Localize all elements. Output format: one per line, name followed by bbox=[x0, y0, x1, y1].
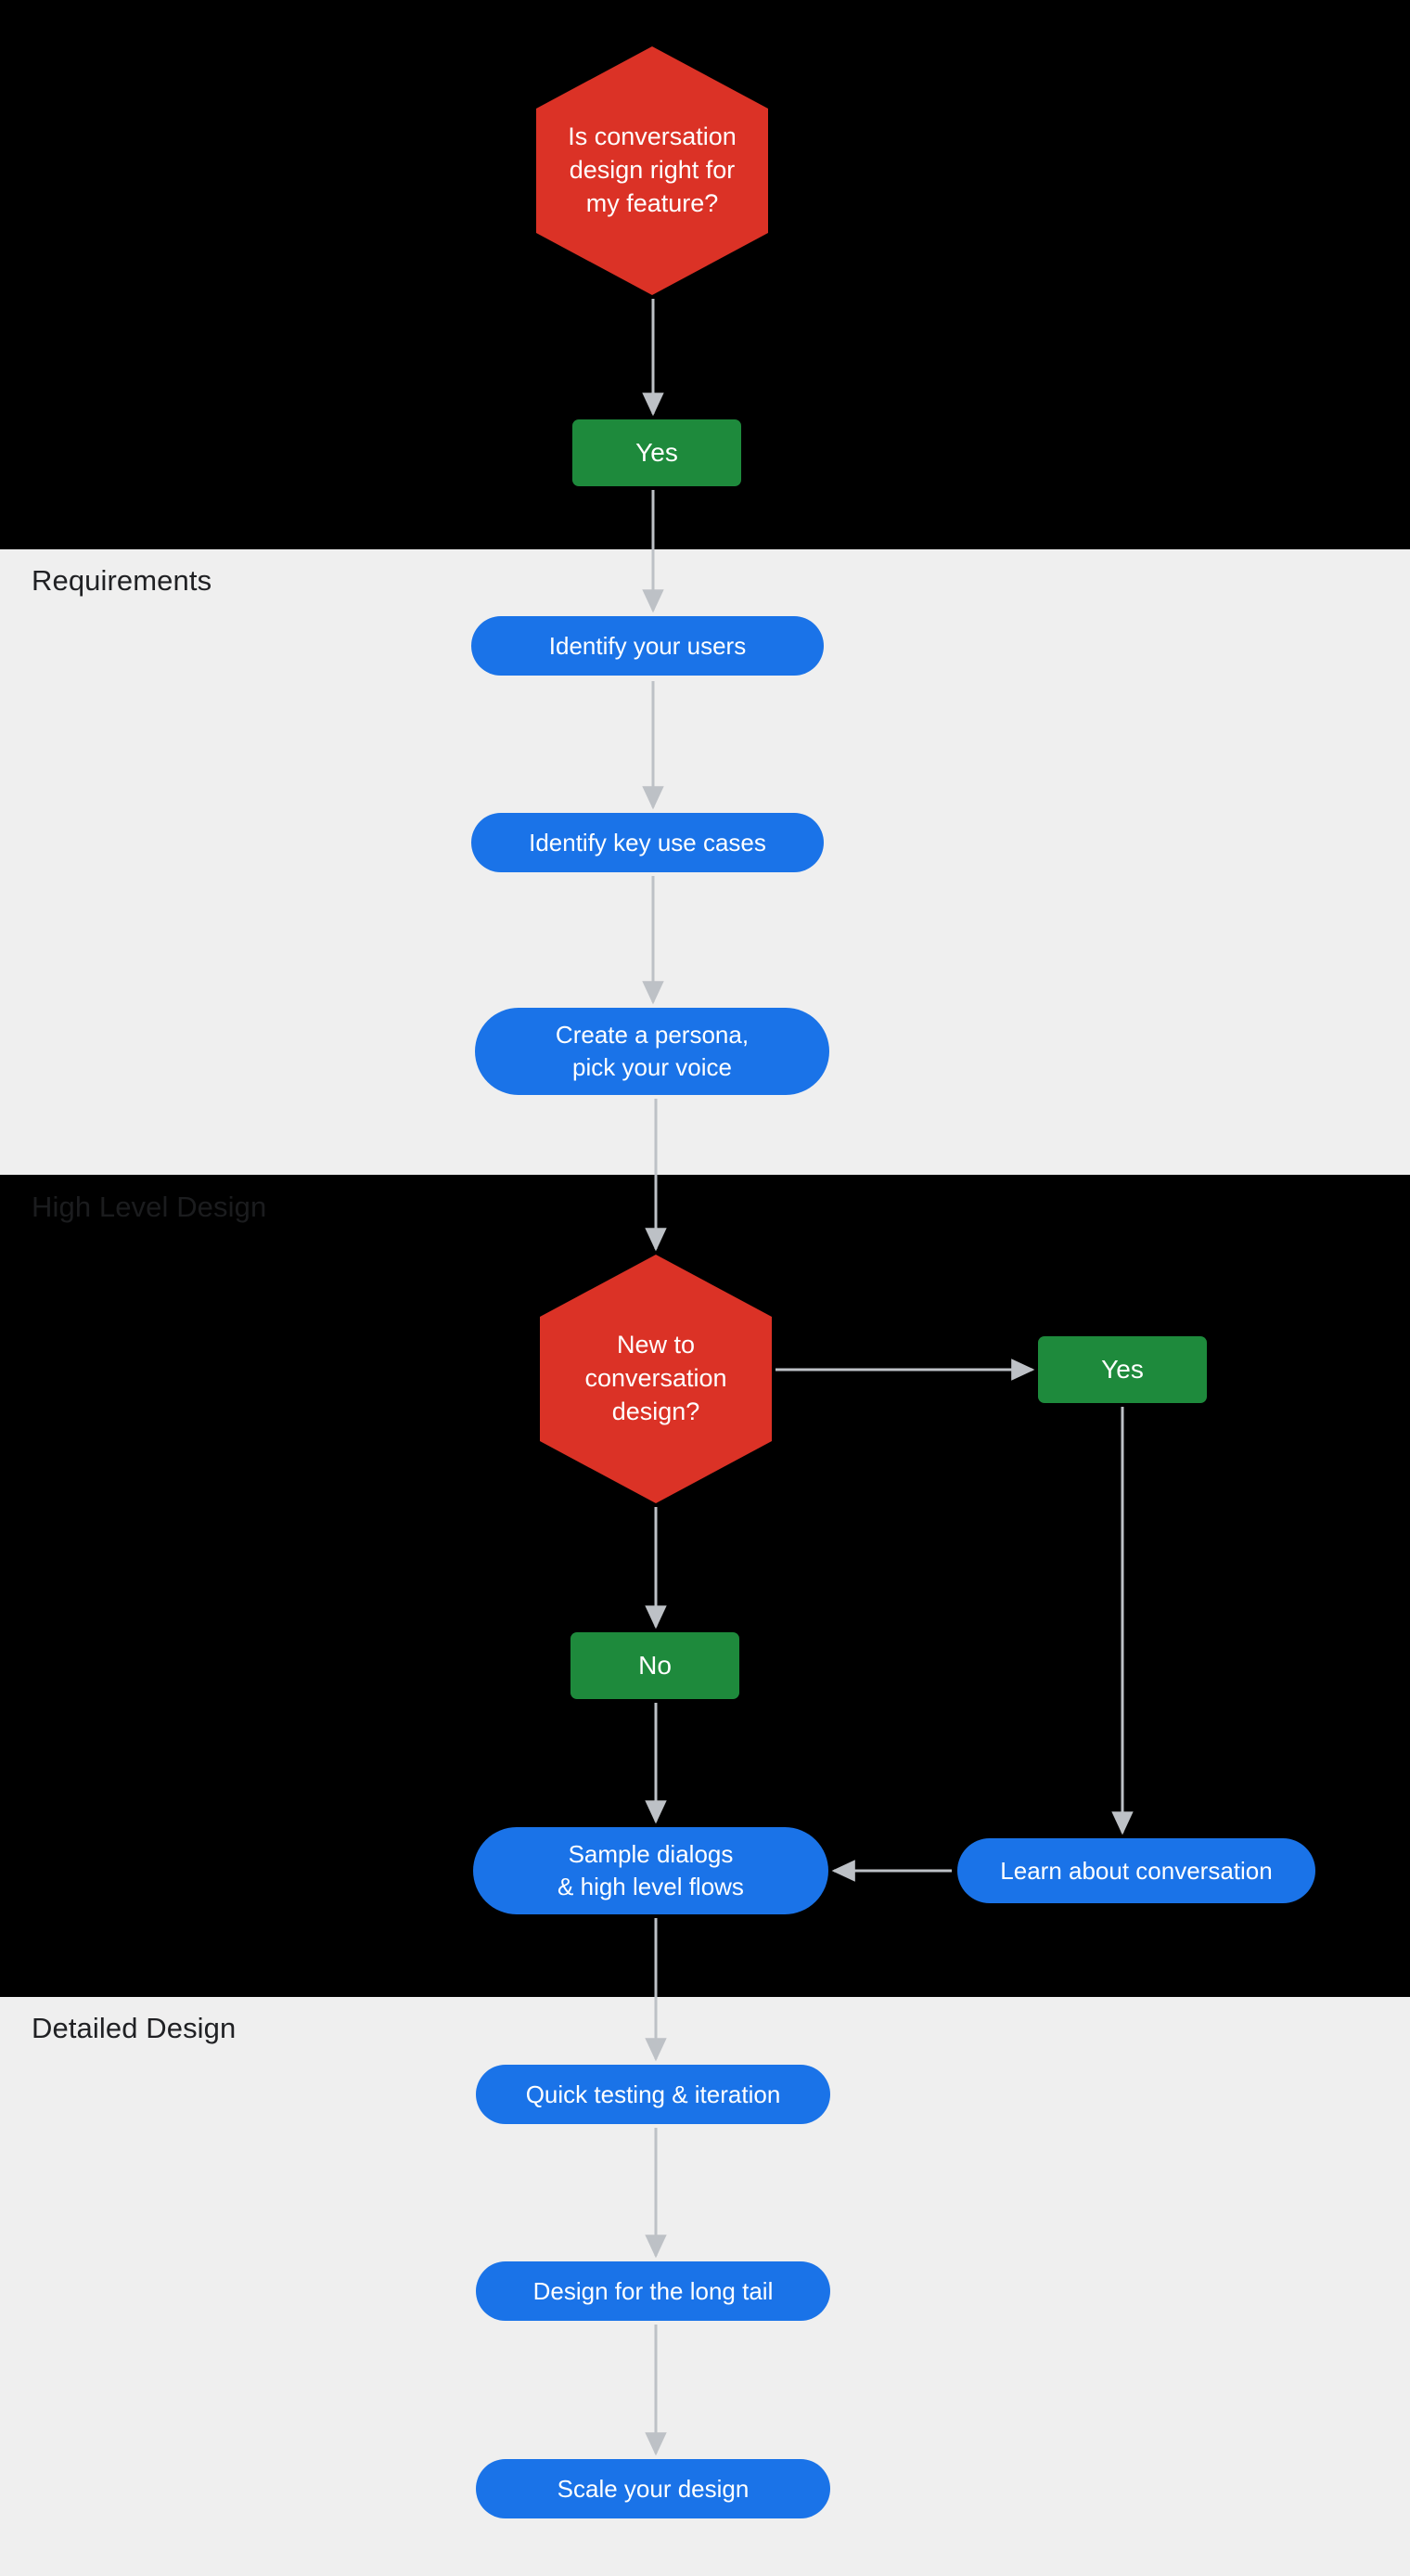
node-label: Yes bbox=[635, 438, 678, 468]
step-quick-testing-and-iteration[interactable]: Quick testing & iteration bbox=[476, 2065, 830, 2124]
answer-no[interactable]: No bbox=[570, 1632, 739, 1699]
step-identify-your-users[interactable]: Identify your users bbox=[471, 616, 824, 676]
node-label: Quick testing & iteration bbox=[525, 2080, 781, 2108]
node-label: Create a persona, pick your voice bbox=[555, 1021, 750, 1081]
decision-is-conversation-design-right[interactable]: Is conversation design right for my feat… bbox=[536, 46, 768, 295]
answer-yes-top[interactable]: Yes bbox=[572, 419, 741, 486]
node-label: Scale your design bbox=[557, 2474, 750, 2503]
node-label: New to conversation design? bbox=[584, 1331, 727, 1425]
node-label: No bbox=[638, 1651, 672, 1681]
section-label-detailed-design: Detailed Design bbox=[32, 2012, 237, 2044]
step-learn-about-conversation[interactable]: Learn about conversation bbox=[957, 1838, 1315, 1903]
step-sample-dialogs-and-high-level-flows[interactable]: Sample dialogs & high level flows bbox=[473, 1827, 828, 1914]
node-label: Yes bbox=[1101, 1355, 1144, 1385]
step-create-a-persona[interactable]: Create a persona, pick your voice bbox=[475, 1008, 829, 1095]
step-design-for-the-long-tail[interactable]: Design for the long tail bbox=[476, 2261, 830, 2321]
node-label: Is conversation design right for my feat… bbox=[568, 122, 737, 217]
answer-yes-right[interactable]: Yes bbox=[1038, 1336, 1207, 1403]
section-label-requirements: Requirements bbox=[32, 564, 212, 597]
step-identify-key-use-cases[interactable]: Identify key use cases bbox=[471, 813, 824, 872]
section-label-high-level-design: High Level Design bbox=[32, 1191, 267, 1223]
node-label: Identify key use cases bbox=[529, 828, 766, 857]
step-scale-your-design[interactable]: Scale your design bbox=[476, 2459, 830, 2518]
node-label: Learn about conversation bbox=[1000, 1856, 1273, 1885]
node-label: Identify your users bbox=[548, 631, 747, 660]
node-label: Design for the long tail bbox=[532, 2276, 774, 2305]
node-label: Sample dialogs & high level flows bbox=[558, 1840, 744, 1900]
